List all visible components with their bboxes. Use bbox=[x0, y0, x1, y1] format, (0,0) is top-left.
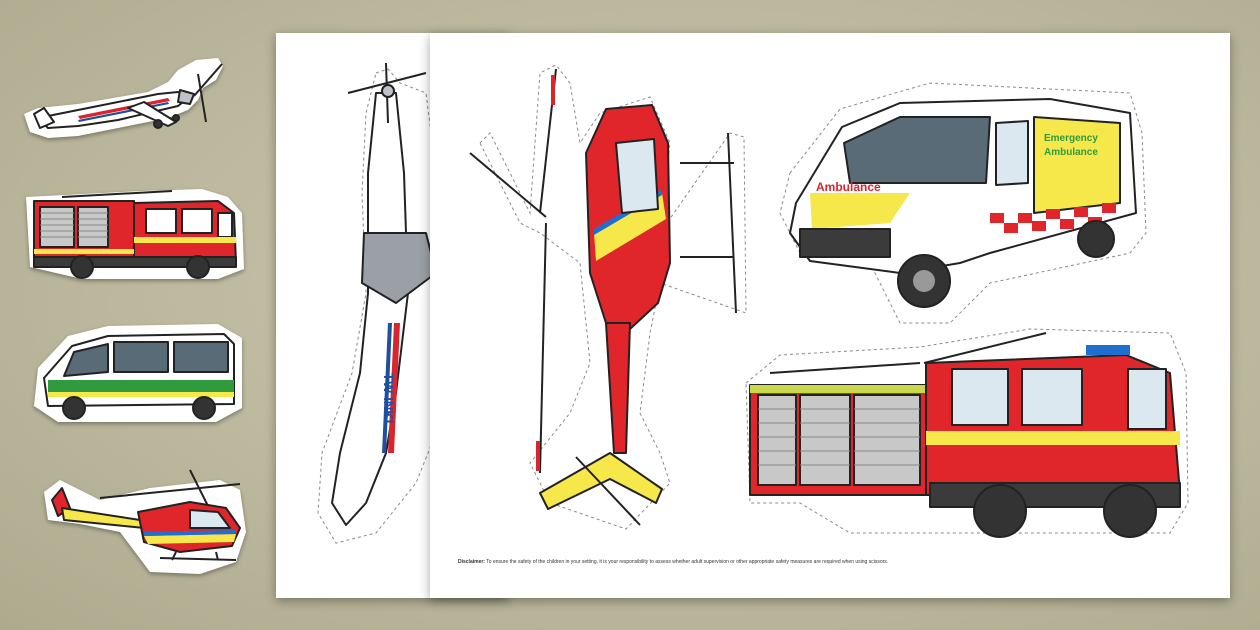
disclaimer-text: To ensure the safety of the children in … bbox=[486, 559, 889, 565]
scissors-disclaimer: Disclaimer: To ensure the safety of the … bbox=[458, 559, 1218, 565]
helicopter-sticker[interactable] bbox=[40, 462, 255, 580]
ambulance-rear-text-2: Ambulance bbox=[1044, 147, 1098, 158]
airplane-sticker[interactable] bbox=[18, 52, 228, 147]
ambulance-rear-text-1: Emergency bbox=[1044, 133, 1098, 144]
ambulance-cutout: Ambulance Emergency Ambulance bbox=[779, 82, 1147, 324]
printable-sheet-front: Ambulance Emergency Ambulance bbox=[430, 33, 1230, 598]
disclaimer-label: Disclaimer: bbox=[458, 559, 485, 565]
fire-engine-sticker[interactable] bbox=[22, 183, 247, 283]
airplane-cutout: TW-INKL bbox=[317, 62, 467, 544]
helicopter-cutout bbox=[469, 64, 747, 530]
fire-engine-cutout bbox=[745, 328, 1189, 538]
paramedic-van-sticker[interactable] bbox=[28, 318, 248, 428]
ambulance-side-text: Ambulance bbox=[816, 180, 881, 194]
plane-registration-text: TW-INKL bbox=[381, 373, 396, 428]
cutouts-layer: Ambulance Emergency Ambulance bbox=[469, 64, 1189, 538]
